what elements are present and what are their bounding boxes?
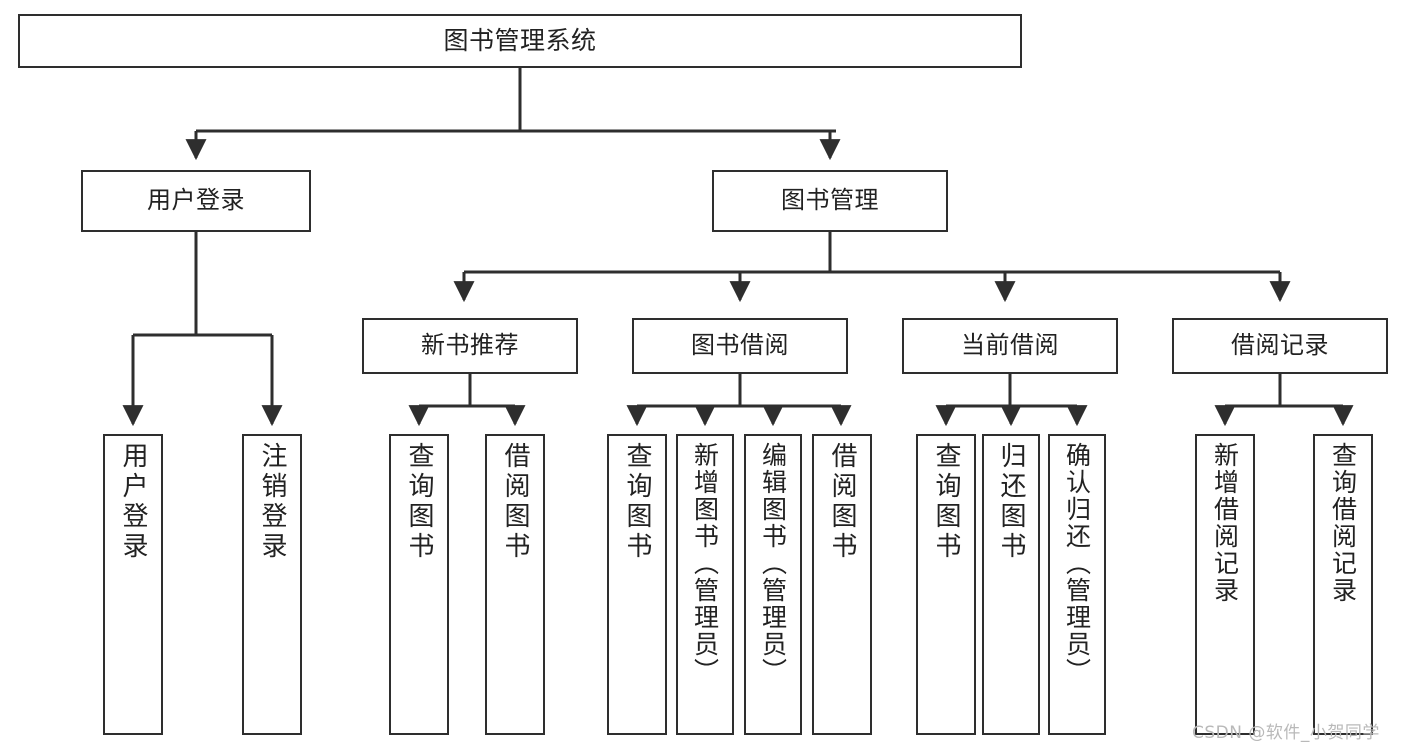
node-label: 借阅记录 xyxy=(1231,331,1329,360)
node-book-management[interactable]: 图书管理 xyxy=(712,170,948,232)
node-label: 查询图书 xyxy=(622,442,652,562)
node-label: 新书推荐 xyxy=(421,331,519,360)
node-leaf-edit-book-admin[interactable]: 编辑图书（管理员） xyxy=(744,434,802,735)
node-leaf-confirm-return-admin[interactable]: 确认归还（管理员） xyxy=(1048,434,1106,735)
node-leaf-user-login[interactable]: 用户登录 xyxy=(103,434,163,735)
node-label: 图书管理系统 xyxy=(443,25,597,55)
node-leaf-borrow-book-recommend[interactable]: 借阅图书 xyxy=(485,434,545,735)
node-label: 借阅图书 xyxy=(500,442,530,562)
node-leaf-query-book-current[interactable]: 查询图书 xyxy=(916,434,976,735)
node-label: 查询图书 xyxy=(931,442,961,562)
node-leaf-add-book-admin[interactable]: 新增图书（管理员） xyxy=(676,434,734,735)
node-leaf-query-book-recommend[interactable]: 查询图书 xyxy=(389,434,449,735)
node-label: 查询借阅记录 xyxy=(1328,442,1358,604)
node-user-login[interactable]: 用户登录 xyxy=(81,170,311,232)
node-new-book-recommend[interactable]: 新书推荐 xyxy=(362,318,578,374)
node-current-borrow[interactable]: 当前借阅 xyxy=(902,318,1118,374)
node-label: 新增图书（管理员） xyxy=(690,442,720,685)
node-leaf-return-book[interactable]: 归还图书 xyxy=(982,434,1040,735)
node-label: 借阅图书 xyxy=(827,442,857,562)
node-label: 确认归还（管理员） xyxy=(1062,442,1092,685)
node-label: 注销登录 xyxy=(257,442,287,562)
node-label: 图书借阅 xyxy=(691,331,789,360)
node-label: 用户登录 xyxy=(118,442,148,562)
node-label: 当前借阅 xyxy=(961,331,1059,360)
node-leaf-query-book-borrow[interactable]: 查询图书 xyxy=(607,434,667,735)
node-label: 归还图书 xyxy=(996,442,1026,562)
node-leaf-borrow-book[interactable]: 借阅图书 xyxy=(812,434,872,735)
node-label: 查询图书 xyxy=(404,442,434,562)
node-leaf-logout[interactable]: 注销登录 xyxy=(242,434,302,735)
node-label: 新增借阅记录 xyxy=(1210,442,1240,604)
node-book-borrow[interactable]: 图书借阅 xyxy=(632,318,848,374)
node-root-book-management-system[interactable]: 图书管理系统 xyxy=(18,14,1022,68)
node-borrow-record[interactable]: 借阅记录 xyxy=(1172,318,1388,374)
watermark-csdn: CSDN @软件_小贺同学 xyxy=(1192,723,1380,743)
node-label: 用户登录 xyxy=(147,186,245,215)
node-leaf-query-borrow-record[interactable]: 查询借阅记录 xyxy=(1313,434,1373,735)
node-label: 编辑图书（管理员） xyxy=(758,442,788,685)
node-leaf-add-borrow-record[interactable]: 新增借阅记录 xyxy=(1195,434,1255,735)
node-label: 图书管理 xyxy=(781,186,879,215)
